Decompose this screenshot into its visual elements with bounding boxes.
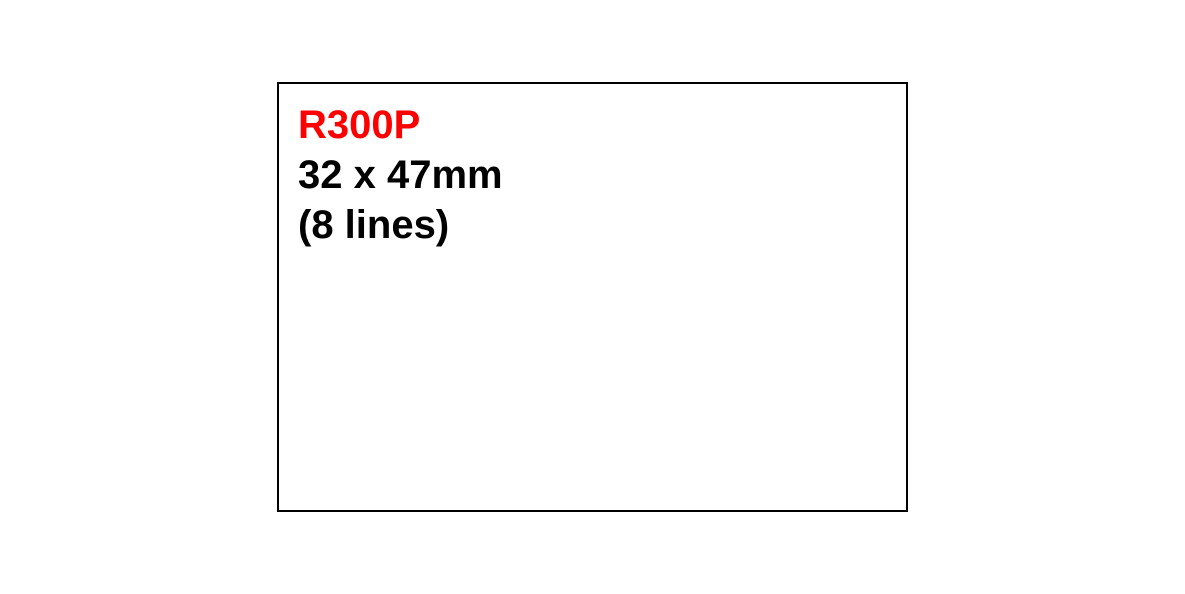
label-text-block: R300P 32 x 47mm (8 lines) <box>298 100 503 250</box>
label-preview-box: R300P 32 x 47mm (8 lines) <box>277 82 908 512</box>
label-dimensions: 32 x 47mm <box>298 153 503 197</box>
line-count: (8 lines) <box>298 203 450 247</box>
model-name: R300P <box>298 103 421 147</box>
